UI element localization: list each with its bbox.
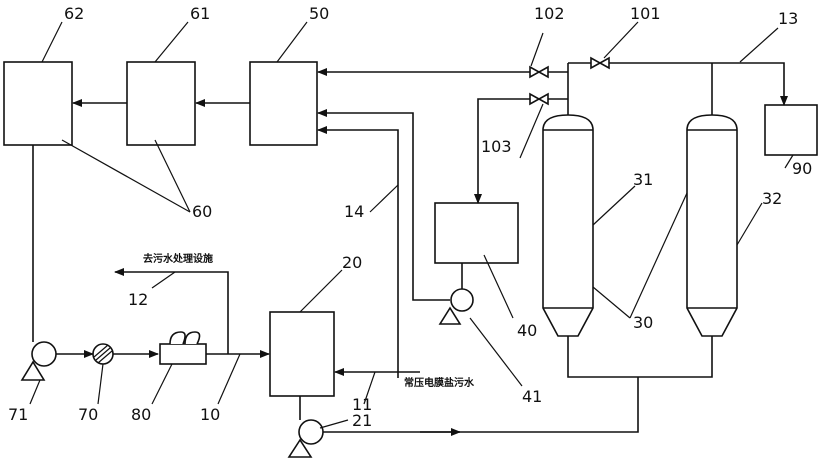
label-61: 61 <box>190 4 210 23</box>
label-102: 102 <box>534 4 565 23</box>
unit-20-box <box>269 311 335 397</box>
unit-62-box <box>3 61 73 146</box>
valve-101 <box>590 56 610 70</box>
unit-40-box <box>434 202 519 264</box>
annotation-membrane-sewage: 常压电膜盐污水 <box>404 376 475 389</box>
pump-71 <box>20 341 57 381</box>
label-20: 20 <box>342 253 362 272</box>
columns-bottom-manifold <box>567 336 713 378</box>
label-41: 41 <box>522 387 542 406</box>
label-14: 14 <box>344 202 364 221</box>
label-101: 101 <box>630 4 661 23</box>
pump-41 <box>438 288 474 325</box>
pump-21 <box>287 419 324 458</box>
label-21: 21 <box>352 411 372 430</box>
label-103: 103 <box>481 137 512 156</box>
label-71: 71 <box>8 405 28 424</box>
unit-50-box <box>249 61 318 146</box>
pipe-14-to-50 <box>317 126 399 378</box>
label-12: 12 <box>128 290 148 309</box>
label-90: 90 <box>792 159 812 178</box>
label-30: 30 <box>633 313 653 332</box>
annotation-to-treatment: 去污水处理设施 <box>143 252 213 265</box>
label-70: 70 <box>78 405 98 424</box>
label-60: 60 <box>192 202 212 221</box>
label-13: 13 <box>778 9 798 28</box>
label-11: 11 <box>352 395 372 414</box>
valve-102 <box>529 65 549 79</box>
unit-90-box <box>764 104 818 156</box>
unit-80 <box>159 331 207 365</box>
label-62: 62 <box>64 4 84 23</box>
valve-103 <box>529 92 549 106</box>
label-31: 31 <box>633 170 653 189</box>
label-80: 80 <box>131 405 151 424</box>
unit-61-box <box>126 61 196 146</box>
column-32 <box>686 114 738 337</box>
label-50: 50 <box>309 4 329 23</box>
label-40: 40 <box>517 321 537 340</box>
column-31 <box>542 114 594 337</box>
label-32: 32 <box>762 189 782 208</box>
filter-70 <box>92 343 114 365</box>
label-10: 10 <box>200 405 220 424</box>
pipe-12-to-treatment <box>114 268 229 354</box>
pipe-13-to-90 <box>568 62 788 106</box>
pipe-41-to-50 <box>317 109 450 301</box>
